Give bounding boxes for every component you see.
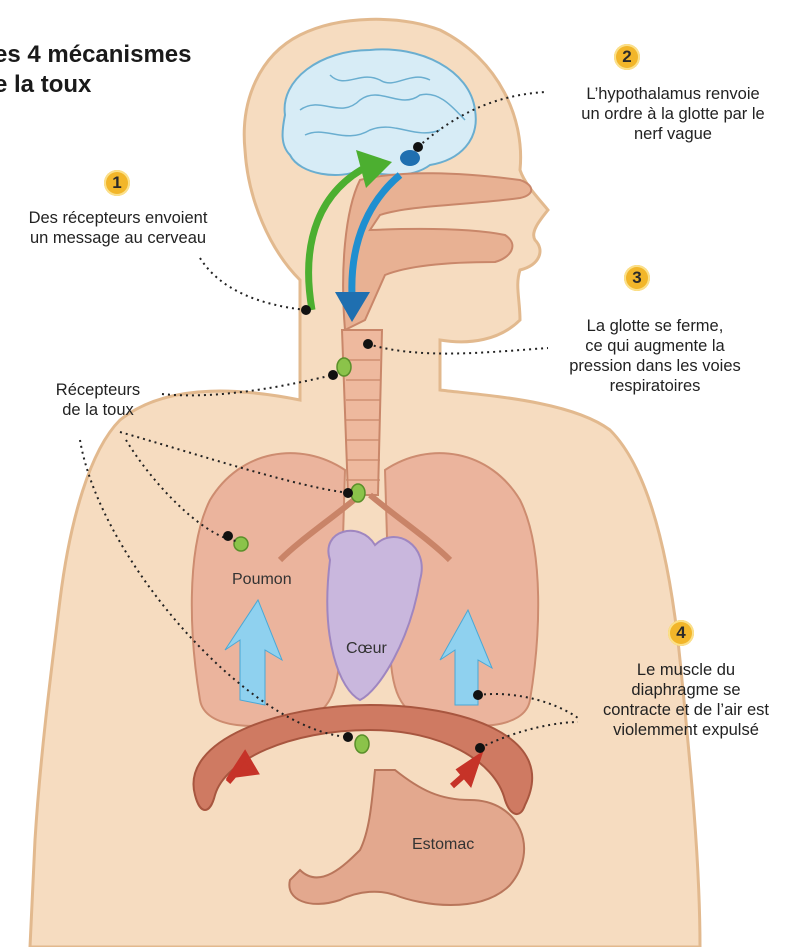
step-3-line: respiratoires bbox=[550, 376, 760, 396]
lung-label: Poumon bbox=[232, 571, 292, 589]
stomach-label: Estomac bbox=[412, 836, 474, 854]
trachea bbox=[342, 330, 382, 495]
step-4-badge: 4 bbox=[668, 620, 694, 646]
step-2-line: nerf vague bbox=[548, 124, 798, 144]
step-3-line: ce qui augmente la bbox=[550, 336, 760, 356]
receptor-larynx bbox=[337, 358, 351, 376]
step-4-line: diaphragme se bbox=[586, 680, 786, 700]
page-title: es 4 mécanismes e la toux bbox=[0, 40, 191, 100]
title-line: es 4 mécanismes bbox=[0, 40, 191, 70]
heart-label: Cœur bbox=[346, 640, 387, 658]
step-4-line: Le muscle du bbox=[586, 660, 786, 680]
step-3-badge: 3 bbox=[624, 265, 650, 291]
step-4-text: Le muscle du diaphragme se contracte et … bbox=[586, 660, 786, 740]
step-4-line: violemment expulsé bbox=[586, 720, 786, 740]
step-2-line: un ordre à la glotte par le bbox=[548, 104, 798, 124]
title-line: e la toux bbox=[0, 70, 191, 100]
step-3-line: pression dans les voies bbox=[550, 356, 760, 376]
hypothalamus bbox=[400, 150, 420, 166]
step-2-text: L’hypothalamus renvoie un ordre à la glo… bbox=[548, 84, 798, 144]
step-2-badge: 2 bbox=[614, 44, 640, 70]
step-3-line: La glotte se ferme, bbox=[550, 316, 760, 336]
step-2-line: L’hypothalamus renvoie bbox=[548, 84, 798, 104]
step-4-line: contracte et de l’air est bbox=[586, 700, 786, 720]
receptor-trachea bbox=[351, 484, 365, 502]
receptor-stomach bbox=[355, 735, 369, 753]
brain bbox=[283, 49, 476, 175]
receptor-bronchus bbox=[234, 537, 248, 551]
receptors-label-line: de la toux bbox=[28, 400, 168, 420]
step-1-badge: 1 bbox=[104, 170, 130, 196]
step-1-text: Des récepteurs envoient un message au ce… bbox=[4, 208, 232, 248]
receptors-label-line: Récepteurs bbox=[28, 380, 168, 400]
step-3-text: La glotte se ferme, ce qui augmente la p… bbox=[550, 316, 760, 396]
step-1-line: Des récepteurs envoient bbox=[4, 208, 232, 228]
receptors-label: Récepteurs de la toux bbox=[28, 380, 168, 420]
step-1-line: un message au cerveau bbox=[4, 228, 232, 248]
